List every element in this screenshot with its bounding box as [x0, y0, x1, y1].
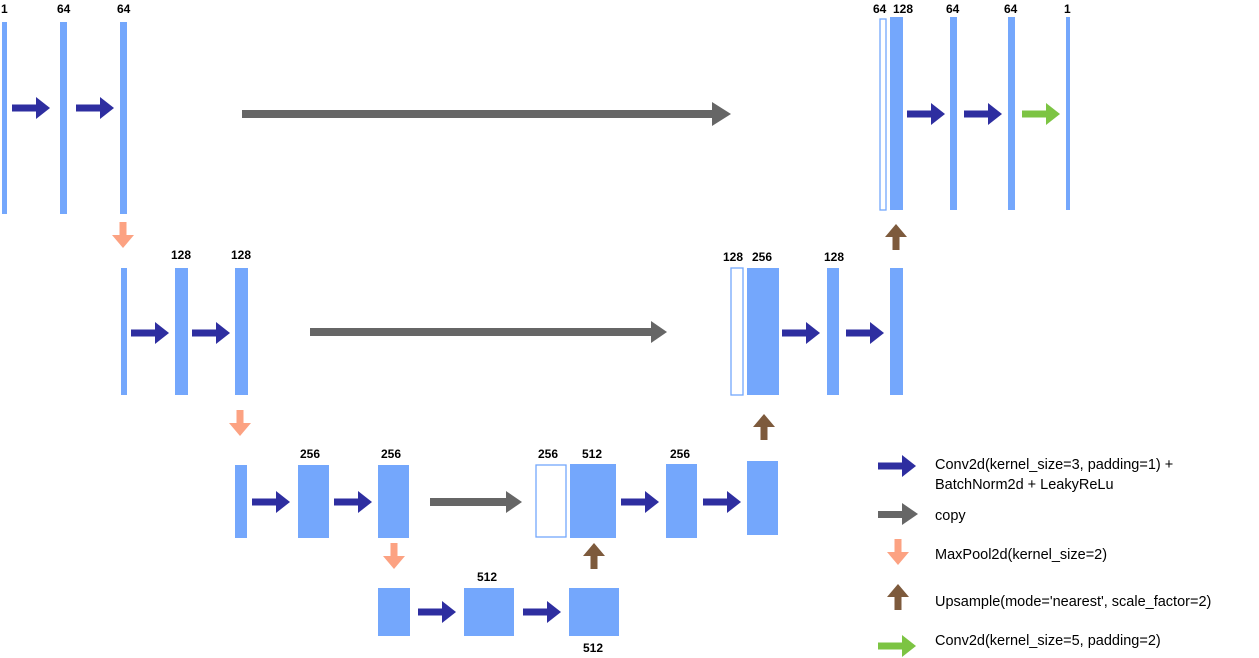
- dec2-skip-block: [730, 267, 744, 396]
- enc1-conv1-block: [60, 22, 67, 214]
- conv-arrow-icon: [964, 103, 1002, 125]
- copy-arrow-head: [506, 491, 522, 513]
- upsample-arrow-icon: [885, 224, 907, 250]
- dec1-conv1-block: [950, 17, 957, 210]
- enc3-conv1-block: [298, 465, 329, 538]
- dec3-concat-block: [570, 464, 616, 538]
- upsample-arrow-icon: [753, 414, 775, 440]
- maxpool-arrow-icon: [383, 543, 405, 569]
- conv-arrow-icon: [782, 322, 820, 344]
- dec3-conv-channels: 256: [670, 447, 690, 461]
- decoder-level-1: 64 128 64 64 1: [873, 2, 1071, 211]
- conv-arrow-icon: [334, 491, 372, 513]
- enc3-conv2-block: [378, 465, 409, 538]
- dec1-concat-block: [890, 17, 903, 210]
- legend-copy-arrow-head: [902, 503, 918, 525]
- dec1-conv1-channels: 64: [946, 2, 960, 16]
- enc2-input-block: [121, 268, 127, 395]
- copy-arrow-shaft: [310, 328, 651, 336]
- enc1-conv1-channels: 64: [57, 2, 71, 16]
- maxpool-arrow-icon: [229, 410, 251, 436]
- dec2-skip-channels: 128: [723, 250, 743, 264]
- upsample-arrow-icon: [583, 543, 605, 569]
- dec1-conv2-channels: 64: [1004, 2, 1018, 16]
- conv-arrow-icon: [907, 103, 945, 125]
- bottleneck-channels: 512: [477, 570, 497, 584]
- decoder-level-2: 128 256 128: [723, 250, 903, 396]
- dec3-concat-channels: 512: [582, 447, 602, 461]
- conv-arrow-icon: [76, 97, 114, 119]
- legend-maxpool-label: MaxPool2d(kernel_size=2): [935, 547, 1107, 563]
- conv-arrow-icon: [418, 601, 456, 623]
- conv-arrow-icon: [12, 97, 50, 119]
- bottleneck-out-channels: 512: [583, 641, 603, 655]
- copy-arrow-head: [712, 102, 731, 126]
- conv-arrow-icon: [131, 322, 169, 344]
- dec2-concat-block: [747, 268, 779, 395]
- decoder-level-3: 256 512 256: [535, 447, 778, 538]
- bottleneck-conv2-block: [569, 588, 619, 636]
- enc1-input-block: [2, 22, 7, 214]
- legend-upsample-label: Upsample(mode='nearest', scale_factor=2): [935, 594, 1211, 610]
- enc2-conv1-block: [175, 268, 188, 395]
- dec3-conv1-block: [666, 464, 697, 538]
- legend-copy-arrow-shaft: [878, 511, 903, 518]
- dec1-output-block: [1066, 17, 1070, 210]
- bottleneck-input-block: [378, 588, 410, 636]
- enc1-conv2-block: [120, 22, 127, 214]
- legend-maxpool-arrow-icon: [887, 539, 909, 565]
- enc3-input-block: [235, 465, 247, 538]
- conv-arrow-icon: [703, 491, 741, 513]
- enc3-conv2-channels: 256: [381, 447, 401, 461]
- dec1-output-channels: 1: [1064, 2, 1071, 16]
- enc2-conv1-channels: 128: [171, 248, 191, 262]
- conv-arrow-icon: [621, 491, 659, 513]
- dec3-conv2-block: [747, 461, 778, 535]
- maxpool-arrow-icon: [112, 222, 134, 248]
- enc3-conv1-channels: 256: [300, 447, 320, 461]
- dec2-conv2-block: [890, 268, 903, 395]
- encoder-level-2: 128 128: [121, 248, 251, 395]
- encoder-level-3: 256 256: [235, 447, 409, 538]
- conv-arrow-icon: [523, 601, 561, 623]
- final-conv-arrow-icon: [1022, 103, 1060, 125]
- copy-arrow-shaft: [242, 110, 716, 118]
- dec1-conv2-block: [1008, 17, 1015, 210]
- legend: Conv2d(kernel_size=3, padding=1) + Batch…: [878, 455, 1211, 657]
- dec1-skip-channels: 64: [873, 2, 887, 16]
- legend-copy-label: copy: [935, 508, 966, 524]
- conv-arrow-icon: [192, 322, 230, 344]
- dec2-concat-channels: 256: [752, 250, 772, 264]
- dec3-skip-block: [535, 464, 567, 538]
- enc2-conv2-block: [235, 268, 248, 395]
- dec1-skip-block: [879, 18, 887, 211]
- conv-arrow-icon: [252, 491, 290, 513]
- encoder-level-1: 1 64 64: [1, 2, 131, 214]
- enc2-conv2-channels: 128: [231, 248, 251, 262]
- legend-conv-arrow-icon: [878, 455, 916, 477]
- bottleneck-conv-block: [464, 588, 514, 636]
- legend-conv-label-line1: Conv2d(kernel_size=3, padding=1) +: [935, 457, 1173, 473]
- copy-arrow-head: [651, 321, 667, 343]
- dec1-concat-channels: 128: [893, 2, 913, 16]
- conv-arrow-icon: [846, 322, 884, 344]
- bottleneck-level: 512 512: [378, 570, 619, 655]
- legend-final-conv-label: Conv2d(kernel_size=5, padding=2): [935, 633, 1161, 649]
- enc1-input-channels: 1: [1, 2, 8, 16]
- enc1-conv2-channels: 64: [117, 2, 131, 16]
- legend-conv-label-line2: BatchNorm2d + LeakyReLu: [935, 477, 1114, 493]
- dec2-conv1-block: [827, 268, 839, 395]
- dec3-skip-channels: 256: [538, 447, 558, 461]
- dec2-conv-channels: 128: [824, 250, 844, 264]
- copy-arrow-shaft: [430, 498, 507, 506]
- legend-upsample-arrow-icon: [887, 584, 909, 610]
- legend-final-conv-arrow-icon: [878, 635, 916, 657]
